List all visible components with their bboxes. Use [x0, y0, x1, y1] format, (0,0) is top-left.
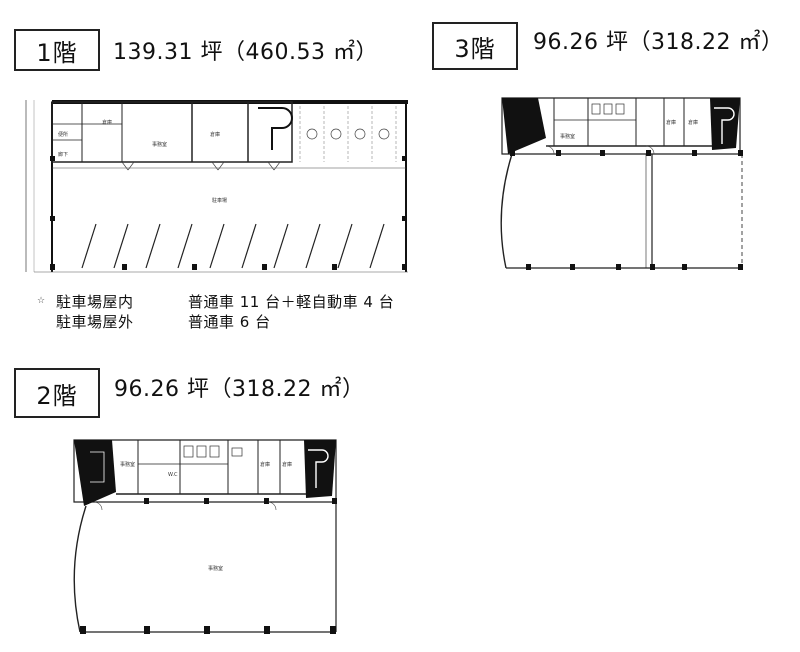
parking-indoor-label: 駐車場屋内: [56, 293, 134, 311]
svg-text:便所: 便所: [58, 131, 68, 138]
floor-2-label: 2階: [14, 368, 100, 418]
parking-outdoor-value: 普通車 6 台: [188, 313, 271, 331]
svg-text:倉庫: 倉庫: [210, 131, 220, 138]
svg-text:事務室: 事務室: [208, 565, 223, 572]
floor-3-plan: 事務室 倉庫 倉庫: [500, 97, 743, 270]
svg-text:倉庫: 倉庫: [688, 119, 698, 126]
svg-text:W.C: W.C: [168, 472, 178, 478]
parking-note-indoor: 駐車場屋内 普通車 11 台＋軽自動車 4 台: [56, 292, 394, 312]
floor-2-plan: 事務室 W.C 倉庫 倉庫 事務室: [73, 439, 337, 634]
parking-note-bullet: ☆: [37, 296, 46, 306]
svg-text:駐車場: 駐車場: [212, 197, 227, 204]
floor-1-area: 139.31 坪（460.53 ㎡）: [113, 40, 378, 65]
svg-text:倉庫: 倉庫: [102, 119, 112, 126]
svg-text:事務室: 事務室: [120, 461, 135, 468]
floor-1-label: 1階: [14, 29, 100, 71]
svg-text:倉庫: 倉庫: [666, 119, 676, 126]
parking-outdoor-label: 駐車場屋外: [56, 313, 134, 331]
floor-2-area: 96.26 坪（318.22 ㎡）: [114, 377, 365, 402]
svg-text:事務室: 事務室: [560, 133, 575, 140]
svg-text:事務室: 事務室: [152, 141, 167, 148]
floor-3-area: 96.26 坪（318.22 ㎡）: [533, 30, 784, 55]
svg-text:倉庫: 倉庫: [282, 461, 292, 468]
parking-note-outdoor: 駐車場屋外 普通車 6 台: [56, 312, 271, 332]
svg-text:倉庫: 倉庫: [260, 461, 270, 468]
floor-1-plan: 倉庫 事務室 倉庫 便所 廊下 駐車場: [25, 100, 408, 273]
parking-indoor-value: 普通車 11 台＋軽自動車 4 台: [188, 293, 395, 311]
svg-text:廊下: 廊下: [58, 151, 68, 158]
floor-3-label: 3階: [432, 22, 518, 70]
